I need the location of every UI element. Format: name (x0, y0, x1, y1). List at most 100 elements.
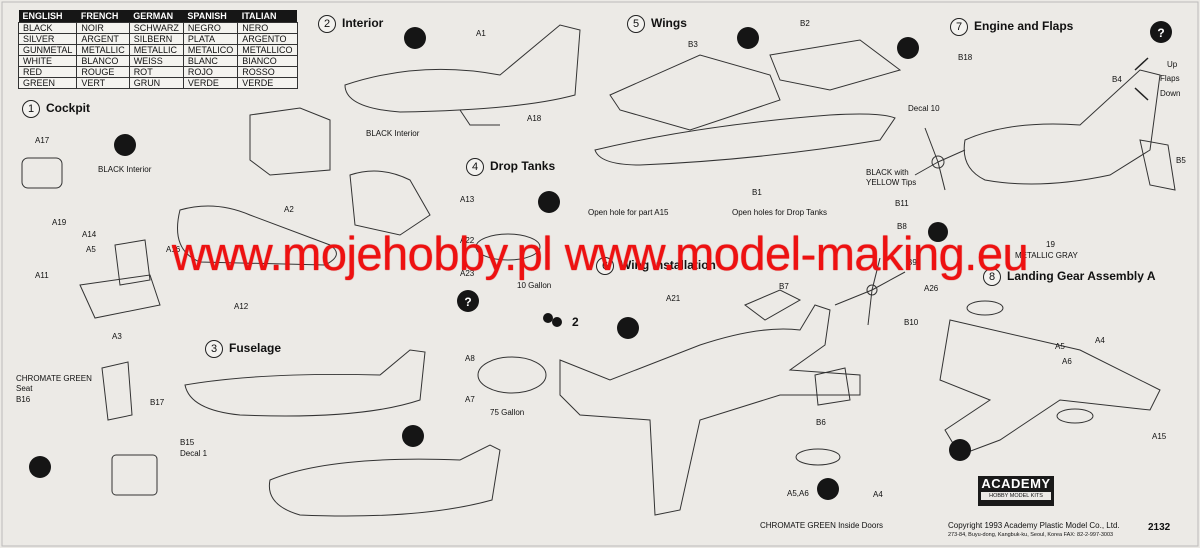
paint-marker-icon (402, 425, 424, 447)
wheel-left-drawing (966, 300, 1004, 316)
paint-marker-icon (817, 478, 839, 500)
part-label: B9 (907, 258, 917, 267)
paint-note: YELLOW Tips (866, 178, 917, 187)
instrument-panel-inset-drawing (249, 107, 331, 176)
step-2-label: Interior (342, 16, 384, 30)
color-table-cell: NEGRO (182, 22, 239, 34)
cockpit-inset-drawing (349, 170, 431, 236)
cement-marker-icon (928, 222, 948, 242)
paint-note: BLACK Interior (366, 129, 420, 138)
part-b6-drawing (814, 367, 851, 406)
logo-subtitle: HOBBY MODEL KITS (981, 492, 1051, 500)
part-label: B5 (1176, 156, 1186, 165)
step-4-number: 4 (466, 158, 484, 176)
part-label: A1 (476, 29, 486, 38)
flap-label: Down (1160, 89, 1181, 98)
part-a3-floor-drawing (79, 274, 161, 319)
step-2-title: 2 Interior (318, 15, 383, 33)
part-label: A4 (1095, 336, 1105, 345)
copyright-text: Copyright 1993 Academy Plastic Model Co.… (948, 521, 1120, 530)
color-table-cell: ARGENTO (237, 33, 298, 45)
part-label: 19 (1046, 240, 1055, 249)
paint-marker-icon (114, 134, 136, 156)
part-label: A5 (1055, 342, 1065, 351)
part-label: A8 (465, 354, 475, 363)
paint-note: METALLIC GRAY (1015, 251, 1078, 260)
color-table-header-cell: ITALIAN (237, 10, 298, 23)
color-table-header-cell: SPANISH (183, 10, 238, 23)
part-label: A17 (35, 136, 50, 145)
part-label: A2 (284, 205, 294, 214)
decal-label: Decal 1 (180, 449, 208, 458)
step-2-number: 2 (318, 15, 336, 33)
color-table-cell: VERDE (182, 77, 239, 89)
paint-marker-icon (29, 456, 51, 478)
color-table-row: GREEN VERT GRUN VERDE VERDE (17, 77, 298, 89)
color-table-header-cell: FRENCH (76, 10, 130, 23)
gear-door-drawing (795, 448, 841, 466)
address-text: 273-84, Buyu-dong, Kangbuk-ku, Seoul, Ko… (948, 532, 1114, 538)
wing-upper-left-drawing (609, 54, 781, 131)
part-10-gallon-tank-drawing (475, 233, 541, 261)
part-label: A16 (166, 245, 181, 254)
color-table-row: SILVER ARGENT SILBERN PLATA ARGENTO (17, 33, 298, 45)
part-label: A21 (666, 294, 681, 303)
paint-marker-icon (404, 27, 426, 49)
part-label: B2 (800, 19, 810, 28)
part-label: B6 (816, 418, 826, 427)
part-label: B15 (180, 438, 195, 447)
paint-marker-icon (737, 27, 759, 49)
color-table-cell: GREEN (17, 77, 78, 89)
paint-marker-icon (617, 317, 639, 339)
part-label: A11 (35, 271, 49, 280)
color-table-cell: NERO (237, 22, 298, 34)
color-table-header-cell: GERMAN (129, 10, 184, 23)
color-table-cell: PLATA (182, 33, 239, 45)
paint-note: CHROMATE GREEN (16, 374, 92, 383)
watermark-text: www.mojehobby.pl www.model-making.eu (171, 227, 1029, 280)
flap-label: Flaps (1160, 74, 1180, 83)
tank-label: 10 Gallon (517, 281, 552, 290)
fuselage-left-drawing (184, 349, 426, 417)
kit-number: 2132 (1148, 522, 1171, 533)
logo-name: ACADEMY (981, 476, 1051, 491)
paint-marker-icon (538, 191, 560, 213)
paint-note: CHROMATE GREEN Inside Doors (760, 521, 883, 530)
part-label: A13 (460, 195, 475, 204)
part-b5-flap-drawing (1139, 139, 1176, 191)
part-label: A23 (460, 269, 475, 278)
drop-tank-qty-icon (543, 313, 553, 323)
instruction-note: Open hole for part A15 (588, 208, 669, 217)
tank-label: 75 Gallon (490, 408, 525, 417)
interior-fuselage-drawing (344, 24, 581, 113)
part-label: A5,A6 (787, 489, 809, 498)
propeller-hub-drawing (931, 155, 945, 169)
drop-tank-qty-icon (552, 317, 562, 327)
step-4-label: Drop Tanks (490, 159, 556, 173)
part-label: A14 (82, 230, 97, 239)
aircraft-assembled-drawing (559, 304, 861, 516)
part-label: B4 (1112, 75, 1122, 84)
decal-label: Decal 10 (908, 104, 940, 113)
step-5-label: Wings (651, 16, 687, 30)
part-label: A26 (924, 284, 939, 293)
step-6-label: Wing Installation (620, 258, 716, 272)
step-8-label: Landing Gear Assembly A (1007, 269, 1156, 283)
flap-label: Up (1167, 60, 1178, 69)
propeller-b10-hub-drawing (866, 284, 878, 296)
paint-marker-icon (897, 37, 919, 59)
step-1-label: Cockpit (46, 101, 91, 115)
part-b16-seat-drawing (101, 361, 133, 421)
part-label: B18 (958, 53, 973, 62)
step-3-number: 3 (205, 340, 223, 358)
part-a17-drawing (21, 157, 63, 189)
color-table-cell: GRUN (128, 77, 184, 89)
color-table-cell: VERT (76, 77, 130, 89)
color-table-row: RED ROUGE ROT ROJO ROSSO (17, 66, 298, 78)
part-label: A22 (460, 236, 475, 245)
part-label: B10 (904, 318, 919, 327)
